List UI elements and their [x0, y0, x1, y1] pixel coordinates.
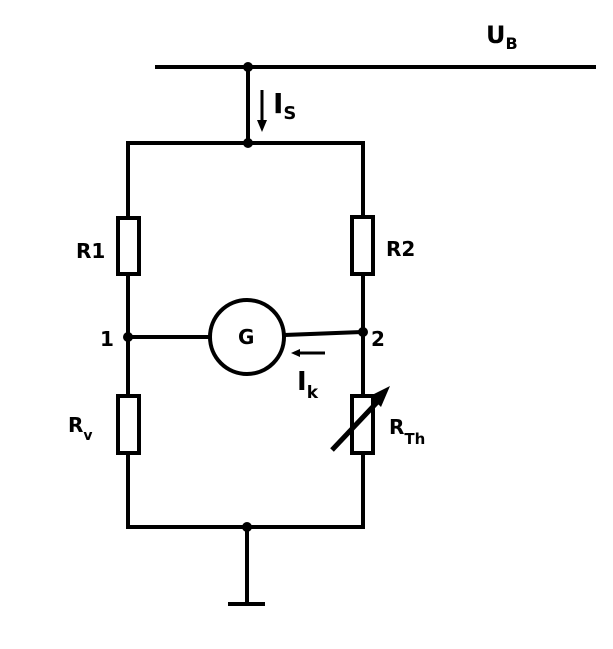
- galvanometer-label: G: [238, 325, 254, 349]
- resistor-r1: [116, 216, 141, 276]
- current-s-arrow: [257, 90, 267, 132]
- resistor-r2: [350, 215, 375, 276]
- current-k-arrow: [291, 349, 325, 357]
- variable-arrow-icon: [330, 386, 390, 452]
- r2-label: R2: [386, 237, 415, 261]
- bridge-wire-right: [281, 329, 366, 338]
- current-s-label: IS: [273, 87, 296, 124]
- rth-label: RTh: [389, 415, 425, 448]
- node-2-label: 2: [371, 327, 385, 351]
- supply-label: UB: [486, 21, 518, 53]
- resistor-rv: [116, 394, 141, 455]
- rv-label: Rv: [68, 413, 93, 444]
- r1-label: R1: [76, 239, 105, 263]
- node-1-label: 1: [100, 327, 114, 351]
- current-k-label: Ik: [297, 367, 319, 403]
